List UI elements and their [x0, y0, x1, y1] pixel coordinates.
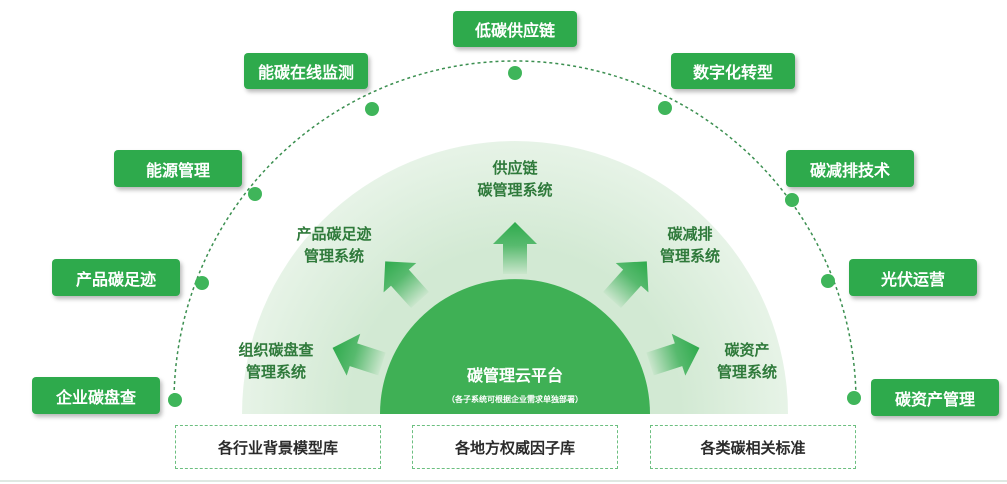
arc-dot — [195, 276, 209, 290]
inner-halo — [242, 141, 788, 414]
arrow-left — [332, 333, 386, 376]
arc-dot — [785, 193, 799, 207]
foundation-local-factors[interactable]: 各地方权威因子库 — [412, 425, 618, 469]
tag-energy-carbon-monitoring[interactable]: 能碳在线监测 — [244, 53, 368, 89]
arrow-up — [493, 222, 537, 274]
tag-digital-transformation[interactable]: 数字化转型 — [671, 53, 795, 89]
arc-dot — [847, 391, 861, 405]
core-platform-title: 碳管理云平台 — [466, 366, 563, 385]
tag-carbon-reduction-tech[interactable]: 碳减排技术 — [786, 150, 914, 187]
label-org-inventory-system: 组织碳盘查 管理系统 — [216, 339, 336, 383]
radial-arrows — [332, 222, 700, 376]
arrow-upper-right — [603, 261, 649, 309]
tag-carbon-asset-management[interactable]: 碳资产管理 — [871, 379, 999, 416]
arc-dot — [168, 393, 182, 407]
label-line: 供应链 — [492, 159, 538, 177]
foundation-carbon-standards[interactable]: 各类碳相关标准 — [650, 425, 856, 469]
arc-dot — [821, 274, 835, 288]
bottom-divider — [0, 480, 1007, 482]
label-line: 碳资产 — [724, 341, 770, 359]
arc-dot — [658, 101, 672, 115]
arrow-right — [646, 333, 700, 376]
label-line: 组织碳盘查 — [238, 341, 314, 359]
label-line: 产品碳足迹 — [296, 225, 372, 243]
label-line: 管理系统 — [245, 363, 306, 381]
label-product-footprint-system: 产品碳足迹 管理系统 — [274, 223, 394, 267]
arc-dots — [168, 66, 861, 407]
foundation-industry-models[interactable]: 各行业背景模型库 — [175, 425, 381, 469]
label-line: 管理系统 — [659, 247, 720, 265]
tag-energy-management[interactable]: 能源管理 — [114, 150, 242, 187]
label-line: 碳减排 — [667, 225, 713, 243]
label-carbon-reduction-system: 碳减排 管理系统 — [630, 223, 750, 267]
tag-low-carbon-supply-chain[interactable]: 低碳供应链 — [453, 11, 577, 47]
tag-enterprise-carbon-inventory[interactable]: 企业碳盘查 — [32, 377, 160, 414]
label-line: 管理系统 — [716, 363, 777, 381]
arc-dot — [365, 102, 379, 116]
tag-pv-operation[interactable]: 光伏运营 — [849, 259, 977, 296]
outer-dashed-arc — [173, 60, 857, 403]
arc-dot — [508, 66, 522, 80]
label-line: 管理系统 — [303, 247, 364, 265]
tag-product-carbon-footprint[interactable]: 产品碳足迹 — [52, 259, 180, 296]
label-line: 碳管理系统 — [477, 181, 553, 199]
arrow-upper-left — [383, 261, 429, 309]
label-supply-chain-system: 供应链 碳管理系统 — [455, 157, 575, 201]
core-semicircle — [380, 279, 650, 414]
label-carbon-asset-system: 碳资产 管理系统 — [687, 339, 807, 383]
core-platform-note: （各子系统可根据企业需求单独部署） — [447, 395, 583, 404]
arc-dot — [248, 187, 262, 201]
